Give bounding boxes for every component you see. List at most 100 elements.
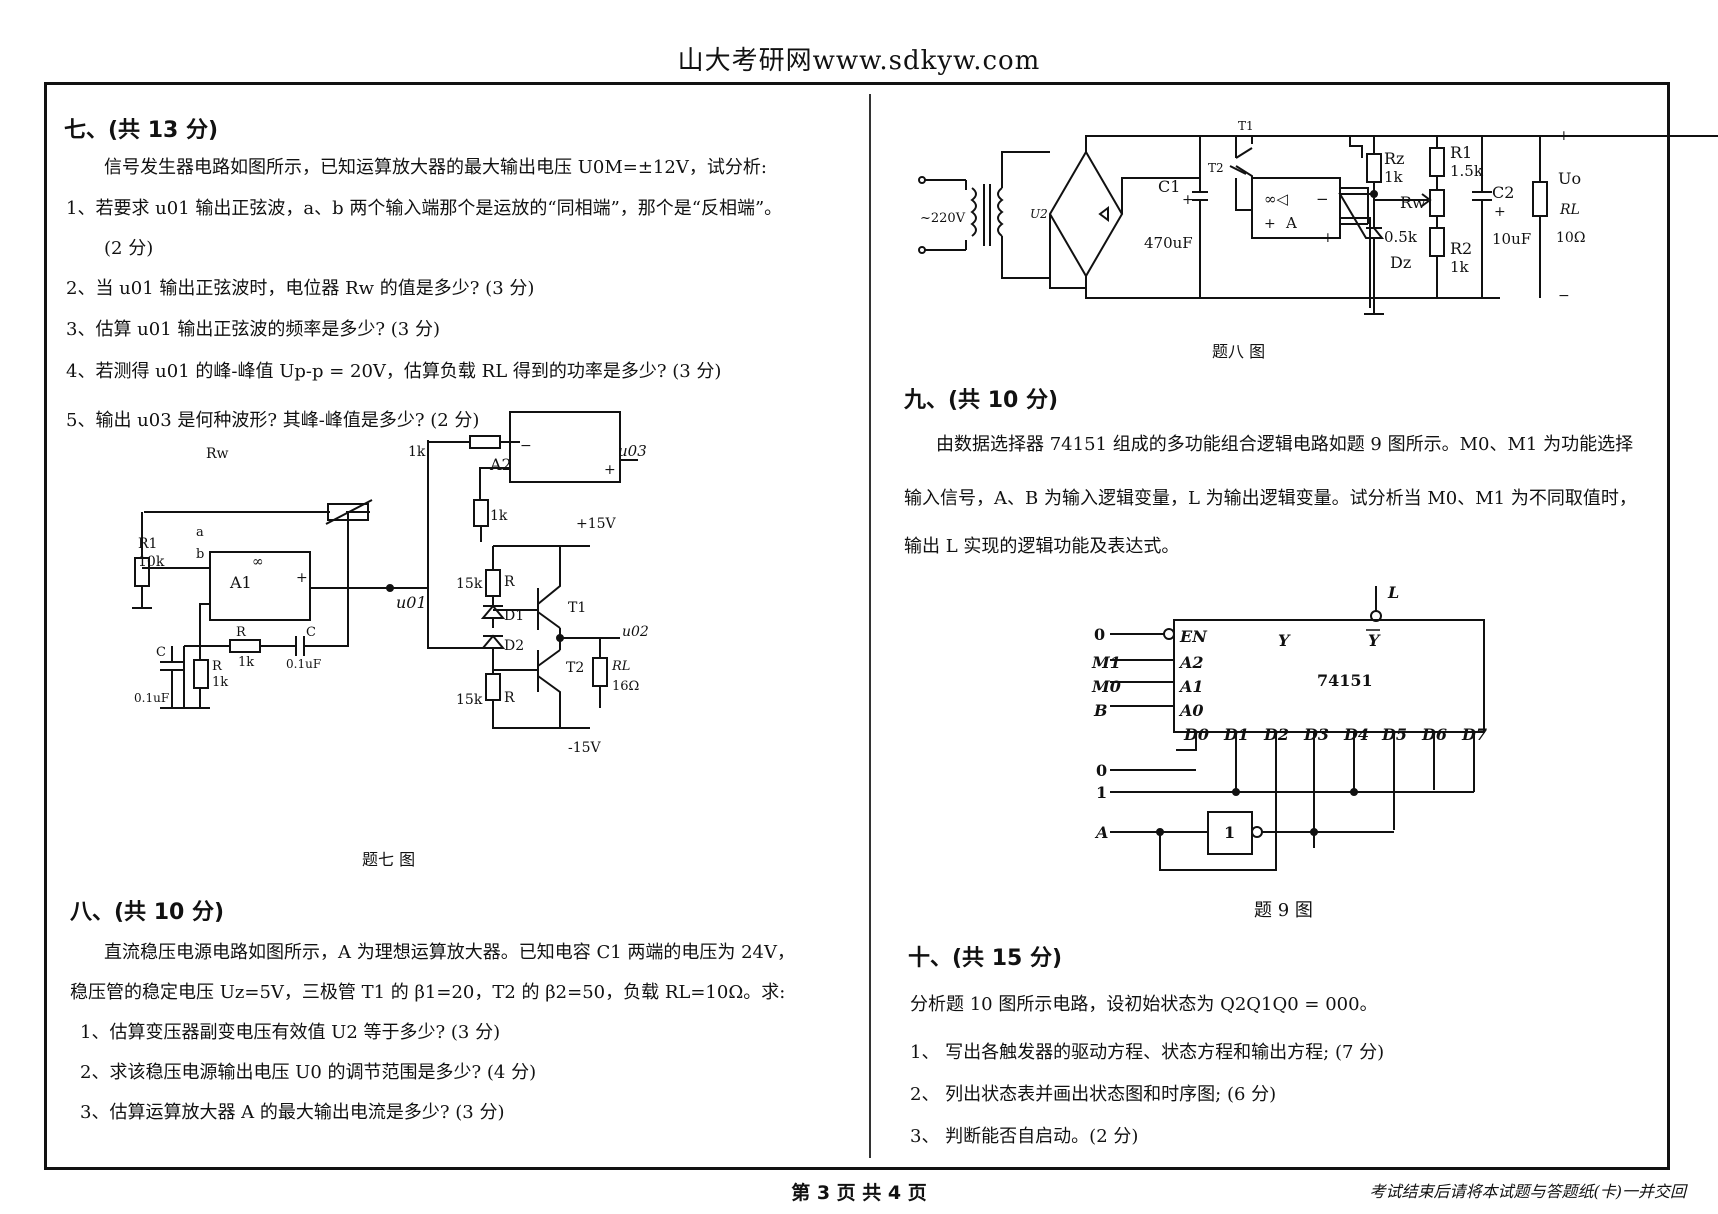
- q8-label-rz: Rz: [1384, 149, 1404, 168]
- q9-label-d3: D3: [1303, 725, 1329, 744]
- q9-label-a: A: [1094, 823, 1108, 842]
- q8-label-plus-out: +: [1558, 128, 1570, 144]
- q9-label-b: B: [1093, 701, 1108, 720]
- q9-label-a2: A2: [1178, 653, 1204, 672]
- column-divider: [869, 94, 871, 1158]
- q7-title: 七、(共 13 分): [64, 118, 219, 143]
- q7-label-m15: -15V: [568, 740, 602, 756]
- q7-label-rl16: 16Ω: [612, 679, 639, 694]
- q9-caption: 题 9 图: [1254, 900, 1313, 921]
- q8-label-uo: Uo: [1558, 169, 1581, 188]
- q8-label-c2v: 10uF: [1492, 230, 1531, 248]
- q7-label-c01-left: 0.1uF: [134, 691, 169, 705]
- q7-label-u01: u01: [396, 593, 427, 612]
- q7-label-r-low: R: [212, 659, 223, 674]
- q7-label-u03: u03: [618, 442, 647, 460]
- q7-circuit-diagram: Rw R1 10k a b A1 ∞ + u01 1k A2 − + u03 1…: [132, 411, 649, 756]
- q7-label-p15: +15V: [576, 516, 617, 532]
- q8-label-c2: C2: [1492, 183, 1514, 202]
- q9-label-not: 1: [1224, 823, 1235, 842]
- q10-item-3: 3、 判断能否自启动。(2 分): [910, 1126, 1139, 1147]
- q8-item-3: 3、估算运算放大器 A 的最大输出电流是多少? (3 分): [80, 1102, 505, 1123]
- q7-label-1k-v: 1k: [490, 508, 508, 524]
- q8-title: 八、(共 10 分): [70, 900, 225, 925]
- q7-label-r-top: R: [504, 574, 515, 590]
- q7-label-r1v: 10k: [138, 554, 165, 570]
- q8-label-r1: R1: [1450, 143, 1472, 162]
- q10-item-2: 2、 列出状态表并画出状态图和时序图; (6 分): [910, 1084, 1277, 1105]
- q8-label-rlv: 10Ω: [1556, 230, 1585, 246]
- q8-label-minus-out: −: [1558, 288, 1570, 304]
- page-header: 山大考研网www.sdkyw.com: [677, 46, 1041, 76]
- q7-label-t1: T1: [568, 600, 586, 616]
- q7-label-t2: T2: [566, 660, 584, 676]
- footer-note: 考试结束后请将本试题与答题纸(卡)一并交回: [1369, 1182, 1687, 1201]
- q7-label-1k-low: 1k: [212, 675, 228, 690]
- q8-label-minus: −: [1316, 190, 1329, 208]
- q9-label-ybar: Y: [1368, 631, 1381, 650]
- q7-item-5: 5、输出 u03 是何种波形? 其峰-峰值是多少? (2 分): [66, 410, 480, 431]
- q9-label-d4: D4: [1343, 725, 1369, 744]
- q10-item-1: 1、 写出各触发器的驱动方程、状态方程和输出方程; (7 分): [910, 1042, 1385, 1063]
- q9-label-a0: A0: [1178, 701, 1204, 720]
- q9-label-d5: D5: [1381, 725, 1407, 744]
- q8-item-1: 1、估算变压器副变电压有效值 U2 等于多少? (3 分): [80, 1022, 501, 1043]
- q9-label-m0: M0: [1091, 677, 1121, 696]
- q8-label-dz: Dz: [1390, 253, 1411, 272]
- q7-label-1k-h: 1k: [238, 655, 254, 670]
- q7-intro: 信号发生器电路如图所示，已知运算放大器的最大输出电压 U0M=±12V，试分析:: [104, 157, 767, 178]
- q8-label-r2: R2: [1450, 239, 1472, 258]
- q8-label-u2: U2: [1030, 207, 1048, 221]
- q7-label-plus2: +: [604, 462, 616, 478]
- q9-label-one: 1: [1096, 783, 1107, 802]
- q7-item-3: 3、估算 u01 输出正弦波的频率是多少? (3 分): [66, 319, 440, 340]
- q7-label-r-h: R: [236, 625, 247, 640]
- q8-item-2: 2、求该稳压电源输出电压 U0 的调节范围是多少? (4 分): [80, 1062, 537, 1083]
- q7-label-c01-h: 0.1uF: [286, 657, 321, 671]
- q8-label-r1v: 1.5k: [1450, 162, 1484, 180]
- q7-label-a2: A2: [489, 455, 512, 474]
- q8-label-rwv: 0.5k: [1384, 228, 1418, 246]
- q7-label-inf1: ∞: [252, 554, 264, 570]
- q7-item-2: 2、当 u01 输出正弦波时，电位器 Rw 的值是多少? (3 分): [66, 278, 535, 299]
- q7-item-1: 1、若要求 u01 输出正弦波，a、b 两个输入端那个是运放的“同相端”，那个是…: [66, 198, 783, 219]
- q8-label-rl: RL: [1559, 202, 1580, 218]
- q9-label-d7: D7: [1461, 725, 1487, 744]
- q7-item-4: 4、若测得 u01 的峰-峰值 Up-p = 20V，估算负载 RL 得到的功率…: [66, 361, 722, 382]
- footer-page-number: 第 3 页 共 4 页: [791, 1182, 927, 1204]
- q7-label-1k-top: 1k: [408, 444, 426, 460]
- q9-line-3: 输出 L 实现的逻辑功能及表达式。: [904, 536, 1180, 557]
- q7-label-plus1: +: [296, 570, 308, 586]
- q7-label-a: a: [196, 525, 204, 540]
- q8-label-r2v: 1k: [1450, 258, 1470, 276]
- q8-circuit-diagram: ~220V U2 C1 + 470uF T1 T2 ∞◁ − + A + Rz …: [918, 119, 1718, 315]
- q7-label-minus2: −: [520, 438, 532, 454]
- q9-label-d0: D0: [1183, 725, 1209, 744]
- q8-label-c1v: 470uF: [1144, 234, 1193, 252]
- q8-label-c1: C1: [1158, 177, 1180, 196]
- q8-intro-1: 直流稳压电源电路如图所示，A 为理想运算放大器。已知电容 C1 两端的电压为 2…: [104, 942, 796, 963]
- q8-intro-2: 稳压管的稳定电压 Uz=5V，三极管 T1 的 β1=20，T2 的 β2=50…: [70, 982, 786, 1003]
- q9-label-d6: D6: [1421, 725, 1447, 744]
- q9-label-zero-en: 0: [1094, 625, 1105, 644]
- q7-label-15k-b: 15k: [456, 692, 483, 708]
- q7-label-a1: A1: [229, 573, 252, 592]
- q7-label-r1: R1: [138, 536, 157, 552]
- q9-logic-diagram: L EN Y Y A2 A1 A0 D0 D1 D2 D3 D4 D5 D6 D…: [1091, 583, 1487, 871]
- q8-caption: 题八 图: [1212, 342, 1266, 361]
- q9-label-chip: 74151: [1317, 671, 1373, 690]
- q7-label-rl: RL: [611, 659, 630, 674]
- q9-label-en: EN: [1179, 627, 1208, 646]
- q7-item-1-score: (2 分): [104, 238, 154, 259]
- q9-label-a1: A1: [1178, 677, 1204, 696]
- q9-label-d2: D2: [1263, 725, 1289, 744]
- q7-label-c-left: C: [156, 645, 166, 660]
- q8-label-rw: Rw: [1400, 193, 1426, 212]
- q9-line-2: 输入信号，A、B 为输入逻辑变量，L 为输出逻辑变量。试分析当 M0、M1 为不…: [904, 488, 1637, 509]
- q7-label-c-h: C: [306, 625, 316, 640]
- q8-label-a: A: [1285, 214, 1297, 232]
- q9-label-l: L: [1387, 583, 1399, 602]
- q8-label-c1-plus: +: [1182, 192, 1194, 208]
- q10-intro: 分析题 10 图所示电路，设初始状态为 Q2Q1Q0 = 000。: [910, 994, 1378, 1015]
- q7-label-b: b: [196, 547, 204, 562]
